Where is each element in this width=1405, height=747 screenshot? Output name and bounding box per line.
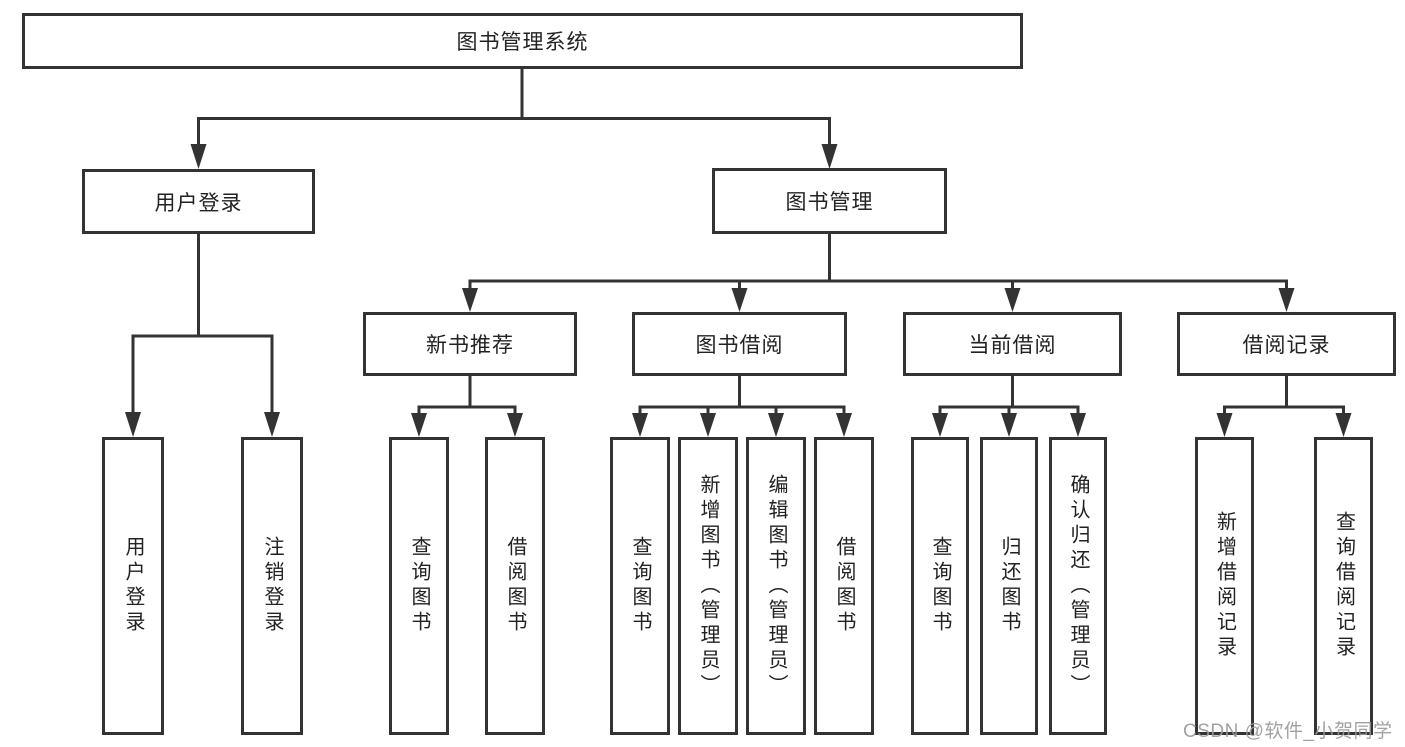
node-current-borrow: 当前借阅 (903, 312, 1122, 376)
leaf-return-books: 归还图书 (980, 437, 1038, 735)
leaf-borrow-books: 借阅图书 (814, 437, 874, 735)
leaf-borrow-books-label: 借阅图书 (833, 536, 855, 636)
connector-new-book-recommend-to-leaves (411, 375, 523, 437)
node-book-borrow: 图书借阅 (632, 312, 847, 376)
connector-current-borrow-to-leaves (932, 375, 1086, 437)
leaf-user-login-label: 用户登录 (122, 536, 144, 636)
connector-book-management-to-level3 (462, 233, 1295, 312)
leaf-confirm-return-admin: 确认归还（管理员） (1049, 437, 1107, 735)
leaf-logout: 注销登录 (241, 437, 303, 735)
leaf-confirm-return-admin-label: 确认归还（管理员） (1067, 473, 1089, 699)
node-book-management: 图书管理 (712, 168, 947, 234)
leaf-query-borrow-record: 查询借阅记录 (1314, 437, 1373, 735)
leaf-query-books-recommend: 查询图书 (389, 437, 449, 735)
node-book-borrow-label: 图书借阅 (695, 334, 784, 357)
connector-book-borrow-to-leaves (632, 375, 852, 437)
leaf-edit-books-admin-label: 编辑图书（管理员） (765, 473, 787, 699)
leaf-user-login: 用户登录 (102, 437, 164, 735)
leaf-query-borrow-record-label: 查询借阅记录 (1332, 511, 1355, 661)
leaf-add-borrow-record: 新增借阅记录 (1195, 437, 1254, 735)
leaf-query-books-current: 查询图书 (911, 437, 969, 735)
node-library-management-system-label: 图书管理系统 (456, 31, 589, 54)
node-borrow-records-label: 借阅记录 (1242, 334, 1331, 357)
leaf-return-books-label: 归还图书 (998, 536, 1020, 636)
leaf-logout-label: 注销登录 (261, 536, 283, 636)
leaf-add-borrow-record-label: 新增借阅记录 (1213, 511, 1236, 661)
connector-root-to-level2 (190, 66, 838, 169)
leaf-query-books-current-label: 查询图书 (929, 536, 951, 636)
leaf-query-books-borrow-label: 查询图书 (629, 536, 651, 636)
leaf-edit-books-admin: 编辑图书（管理员） (746, 437, 806, 735)
leaf-query-books-borrow: 查询图书 (610, 437, 670, 735)
node-book-management-label: 图书管理 (785, 191, 874, 214)
leaf-add-books-admin-label: 新增图书（管理员） (697, 473, 719, 699)
node-current-borrow-label: 当前借阅 (968, 334, 1057, 357)
node-library-management-system: 图书管理系统 (22, 13, 1023, 69)
leaf-add-books-admin: 新增图书（管理员） (678, 437, 738, 735)
leaf-borrow-books-recommend: 借阅图书 (485, 437, 545, 735)
node-new-book-recommend-label: 新书推荐 (426, 334, 514, 357)
node-borrow-records: 借阅记录 (1177, 312, 1396, 376)
node-user-login: 用户登录 (82, 169, 315, 234)
connector-user-login-to-leaves (125, 232, 280, 437)
leaf-borrow-books-recommend-label: 借阅图书 (504, 536, 526, 636)
connector-borrow-records-to-leaves (1216, 375, 1352, 437)
csdn-watermark: CSDN @软件_小贺同学 (1183, 721, 1393, 742)
leaf-query-books-recommend-label: 查询图书 (408, 536, 430, 636)
node-user-login-label: 用户登录 (154, 191, 243, 215)
node-new-book-recommend: 新书推荐 (363, 312, 577, 376)
